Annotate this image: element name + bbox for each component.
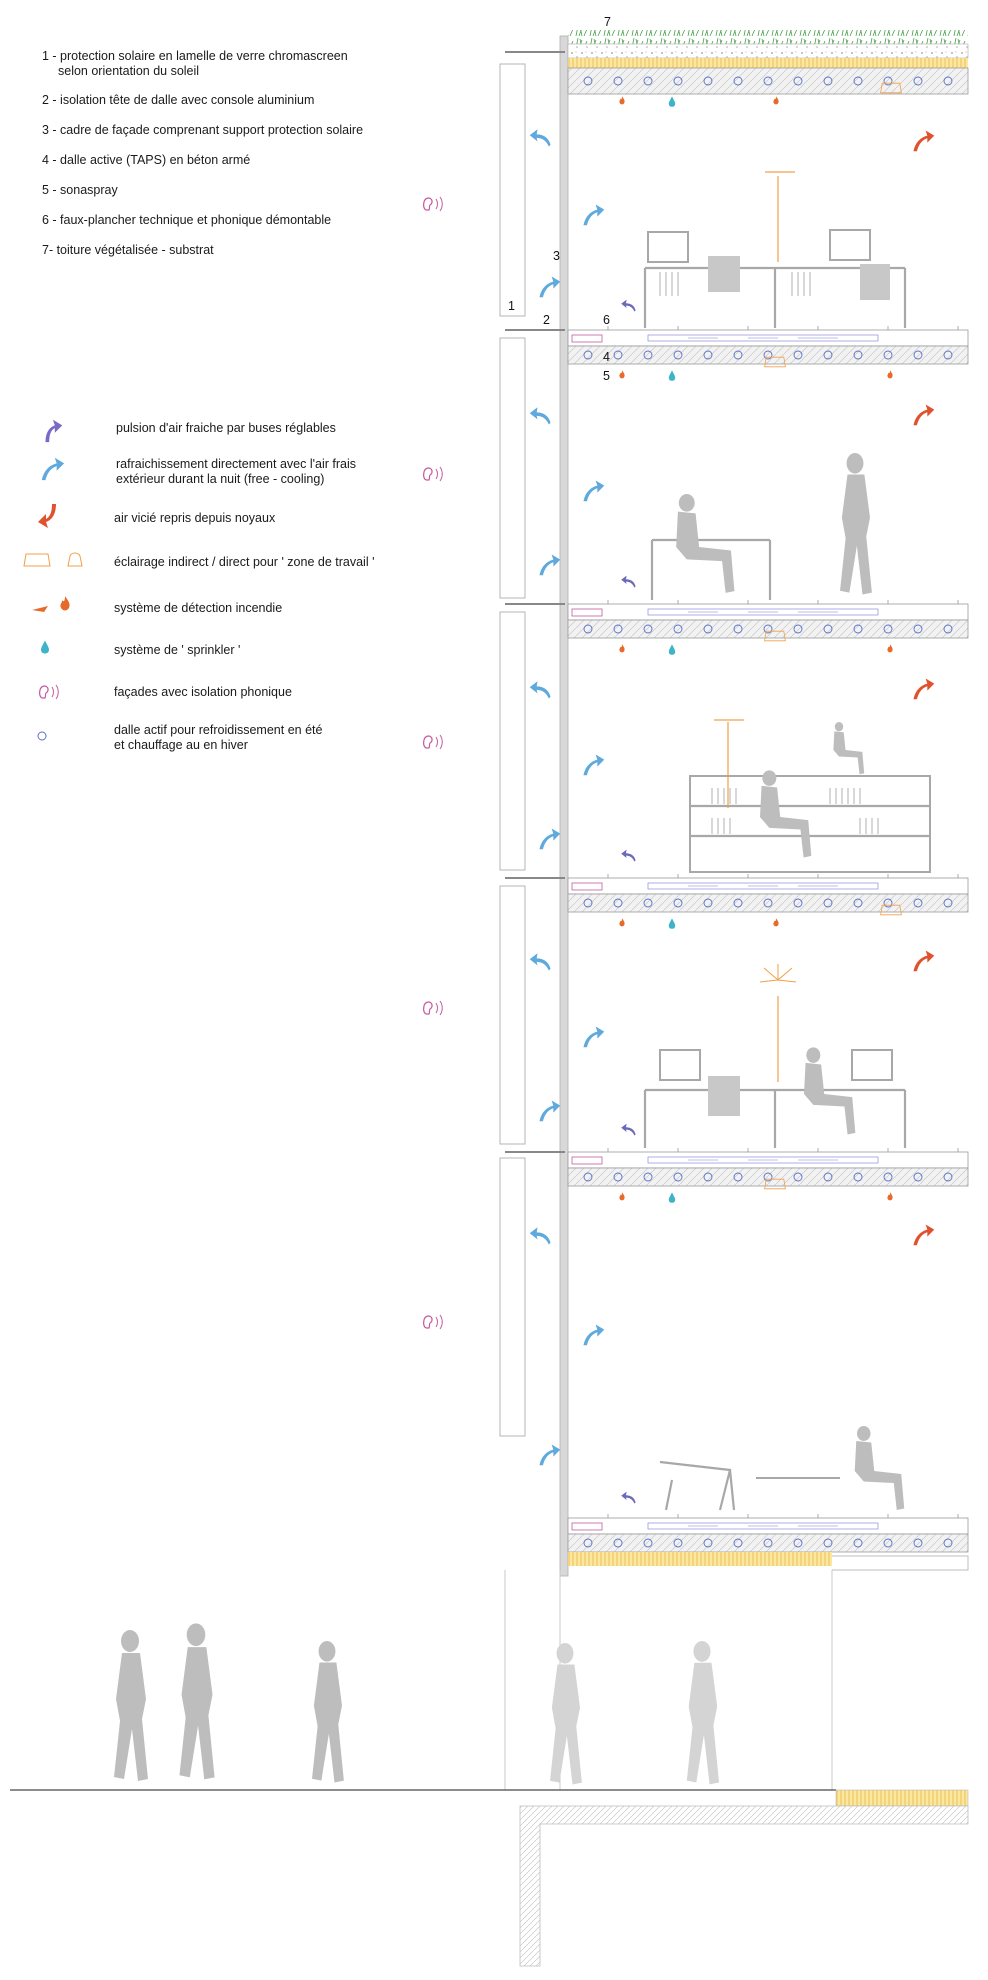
systems-legend-free-cooling-line2: extérieur durant la nuit (free - cooling…	[116, 472, 324, 486]
fresh-air-arrow-icon	[45, 419, 63, 443]
systems-legend: pulsion d'air fraiche par buses réglable…	[23, 419, 374, 752]
label-4: 4	[603, 350, 610, 364]
legend-item-4: 4 - dalle active (TAPS) en béton armé	[42, 153, 250, 167]
components-legend: 1 - protection solaire en lamelle de ver…	[42, 49, 363, 257]
facade-frame	[559, 35, 569, 1577]
label-3: 3	[553, 249, 560, 263]
floor-1-workstations	[643, 171, 907, 328]
label-5: 5	[603, 369, 610, 383]
floor-slab-3	[567, 873, 969, 913]
floor-4-workstations	[643, 964, 907, 1148]
slab-edge-consoles	[505, 51, 565, 1153]
active-slab-circle-icon	[37, 731, 47, 741]
label-6: 6	[603, 313, 610, 327]
green-roof	[567, 30, 969, 95]
floor-slab-4	[567, 1147, 969, 1187]
ground-floor-ceiling-substrate	[568, 1552, 832, 1566]
legend-item-1-line1: 1 - protection solaire en lamelle de ver…	[42, 49, 348, 63]
free-cooling-arrow-icon	[41, 457, 65, 481]
legend-item-1-line2: selon orientation du soleil	[58, 64, 199, 78]
sun-protection-louvres	[499, 63, 526, 1437]
legend-item-2: 2 - isolation tête de dalle avec console…	[42, 93, 314, 107]
label-1: 1	[508, 299, 515, 313]
systems-legend-acoustic: façades avec isolation phonique	[114, 685, 292, 699]
systems-legend-lighting: éclairage indirect / direct pour ' zone …	[114, 555, 374, 569]
floor-slab-2	[567, 599, 969, 639]
systems-legend-sprinkler: système de ' sprinkler '	[114, 643, 240, 657]
floor-5-lounge	[659, 1426, 905, 1511]
building-section: 7 1 2 3 4 5 6	[10, 15, 969, 1967]
lighting-icon	[23, 552, 83, 567]
acoustic-ear-icon	[38, 684, 59, 700]
systems-legend-fresh-air: pulsion d'air fraiche par buses réglable…	[116, 421, 336, 435]
floor-slab-1	[567, 325, 969, 365]
legend-item-7: 7- toiture végétalisée - substrat	[42, 243, 214, 257]
legend-item-5: 5 - sonaspray	[42, 183, 118, 197]
label-7: 7	[604, 15, 611, 29]
ceiling-services	[619, 82, 902, 1203]
systems-legend-active-slab-line2: et chauffage au en hiver	[114, 738, 248, 752]
exhaust-air-arrow-icon	[38, 504, 56, 528]
systems-legend-free-cooling-line1: rafraichissement directement avec l'air …	[116, 457, 356, 471]
systems-legend-exhaust-air: air vicié repris depuis noyaux	[114, 511, 276, 525]
sprinkler-drop-icon	[41, 640, 49, 654]
systems-legend-active-slab-line1: dalle actif pour refroidissement en été	[114, 723, 322, 737]
legend-item-3: 3 - cadre de façade comprenant support p…	[42, 123, 363, 137]
floor-3-library	[689, 719, 931, 873]
floor-2-people	[650, 452, 872, 600]
legend-item-6: 6 - faux-plancher technique et phonique …	[42, 213, 331, 227]
fire-detection-icon	[32, 596, 70, 612]
label-2: 2	[543, 313, 550, 327]
systems-legend-fire-detection: système de détection incendie	[114, 601, 282, 615]
floor-slab-5	[567, 1513, 969, 1553]
component-number-labels: 7 1 2 3 4 5 6	[508, 15, 611, 383]
acoustic-facade-icons	[422, 196, 443, 1330]
ground-floor	[10, 1555, 969, 1967]
